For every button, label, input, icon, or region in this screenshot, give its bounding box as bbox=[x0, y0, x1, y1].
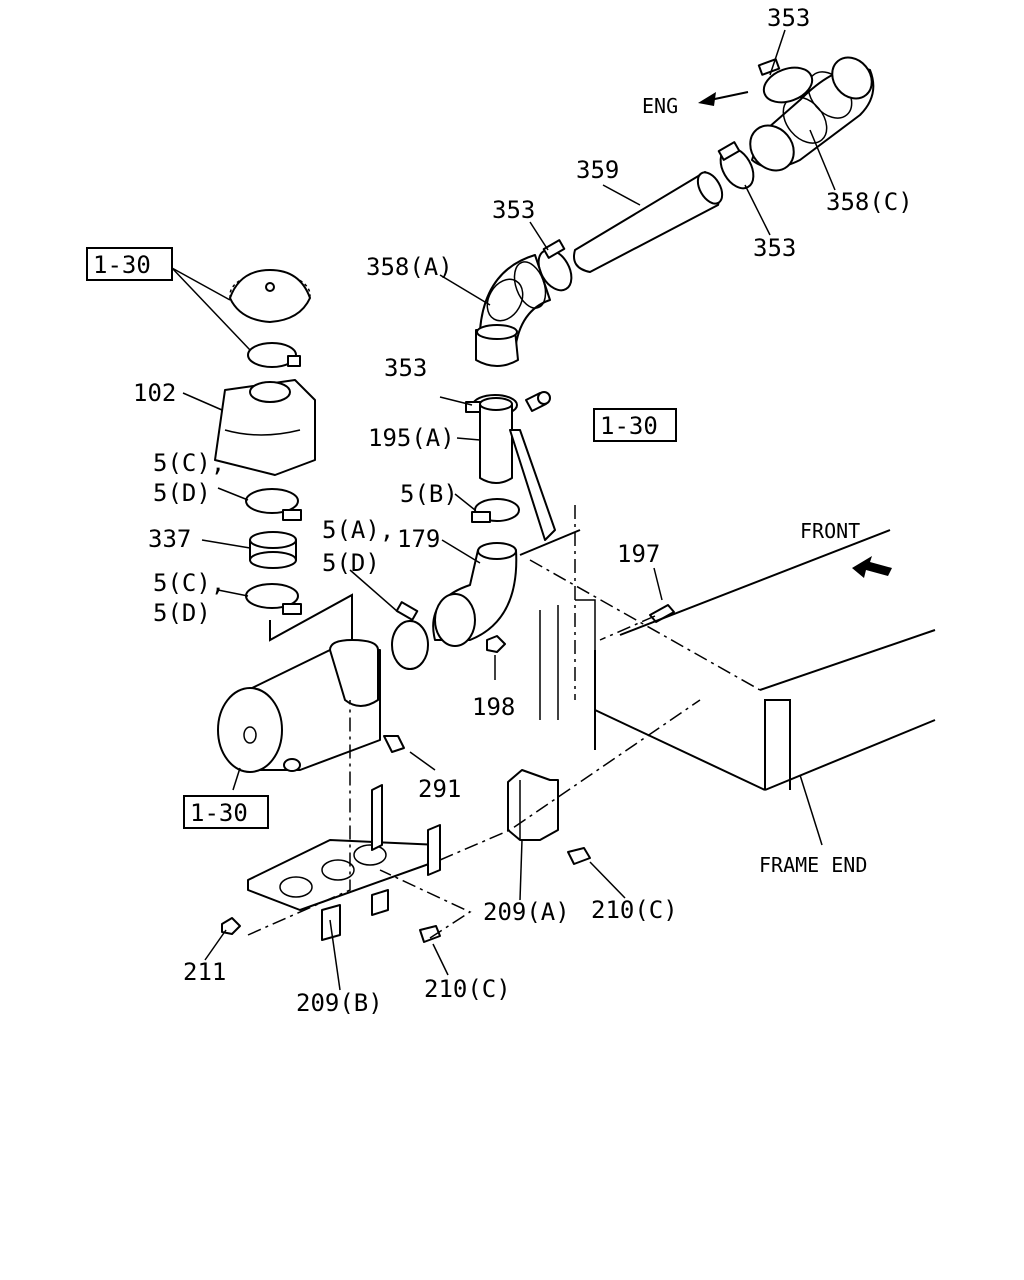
label-195a: 195(A) bbox=[368, 424, 455, 452]
label-198: 198 bbox=[472, 693, 515, 721]
clamp-353-mid bbox=[537, 239, 573, 292]
leader-dash-bracket-a bbox=[439, 699, 701, 861]
label-5c-top: 5(C), bbox=[153, 449, 225, 477]
bolt-291 bbox=[383, 735, 405, 753]
leader-lines bbox=[171, 29, 836, 991]
sleeve-337 bbox=[249, 531, 297, 569]
clamp-353-top bbox=[757, 58, 814, 104]
pipe-195a bbox=[479, 397, 513, 484]
label-5a: 5(A), bbox=[322, 516, 394, 544]
label-359: 359 bbox=[576, 156, 619, 184]
precleaner-cap bbox=[229, 269, 311, 323]
label-1-30-top: 1-30 bbox=[93, 251, 151, 279]
label-211: 211 bbox=[183, 958, 226, 986]
clamp-5c-low bbox=[245, 583, 302, 615]
label-5c-low: 5(C), bbox=[153, 569, 225, 597]
nut-198 bbox=[486, 635, 506, 653]
label-209a: 209(A) bbox=[483, 898, 570, 926]
eng-arrow-icon bbox=[698, 91, 749, 106]
label-358c: 358(C) bbox=[826, 188, 913, 216]
label-210c-low: 210(C) bbox=[424, 975, 511, 1003]
label-353-lower: 353 bbox=[384, 354, 427, 382]
ref-box-1-30-low bbox=[183, 795, 269, 829]
label-291: 291 bbox=[418, 775, 461, 803]
ref-box-1-30-top bbox=[86, 247, 173, 281]
label-337: 337 bbox=[148, 525, 191, 553]
label-209b: 209(B) bbox=[296, 989, 383, 1017]
label-5b: 5(B) bbox=[400, 480, 458, 508]
label-5d-low: 5(D) bbox=[153, 599, 211, 627]
leader-dash-bolt-210c bbox=[379, 869, 472, 939]
bolt-1-30 bbox=[525, 391, 551, 412]
bracket-209a bbox=[507, 769, 559, 841]
support-strap bbox=[509, 429, 556, 541]
bolt-210c-right bbox=[567, 847, 591, 865]
pipe-359 bbox=[573, 171, 724, 273]
air-cleaner-body bbox=[217, 639, 381, 773]
front-arrow-icon bbox=[852, 556, 892, 578]
elbow-179 bbox=[432, 542, 518, 647]
clamp-5a bbox=[391, 601, 429, 670]
label-frame-end: FRAME END bbox=[759, 853, 867, 877]
bracket-209b bbox=[247, 784, 441, 941]
leader-dash-aircleaner bbox=[269, 593, 353, 642]
label-1-30-mid: 1-30 bbox=[600, 412, 658, 440]
elbow-hose-358c bbox=[749, 56, 875, 172]
leader-dash-bracket-b bbox=[247, 700, 351, 936]
label-102: 102 bbox=[133, 379, 176, 407]
label-210c-right: 210(C) bbox=[591, 896, 678, 924]
label-358a: 358(A) bbox=[366, 253, 453, 281]
elbow-hose-358a bbox=[475, 254, 551, 367]
label-5d-mid: 5(D) bbox=[322, 549, 380, 577]
leader-dash-bolt-197 bbox=[599, 615, 656, 641]
label-1-30-low: 1-30 bbox=[190, 799, 248, 827]
bolt-210c-low bbox=[419, 925, 441, 943]
clamp-5b bbox=[471, 498, 520, 523]
label-353-top: 353 bbox=[767, 4, 810, 32]
label-353-right: 353 bbox=[753, 234, 796, 262]
bolt-197 bbox=[649, 604, 675, 623]
label-353-mid: 353 bbox=[492, 196, 535, 224]
clamp-5c-top bbox=[245, 488, 302, 521]
nut-211 bbox=[221, 917, 241, 935]
label-5d-top: 5(D) bbox=[153, 479, 211, 507]
label-eng: ENG bbox=[642, 94, 678, 118]
frame-rail bbox=[519, 505, 936, 791]
ref-box-1-30-mid bbox=[593, 408, 677, 442]
clamp-top bbox=[247, 342, 301, 368]
label-179: 179 bbox=[397, 525, 440, 553]
clamp-353-right bbox=[717, 141, 755, 190]
precleaner-102 bbox=[214, 379, 316, 476]
label-front: FRONT bbox=[800, 519, 860, 543]
label-197: 197 bbox=[617, 540, 660, 568]
